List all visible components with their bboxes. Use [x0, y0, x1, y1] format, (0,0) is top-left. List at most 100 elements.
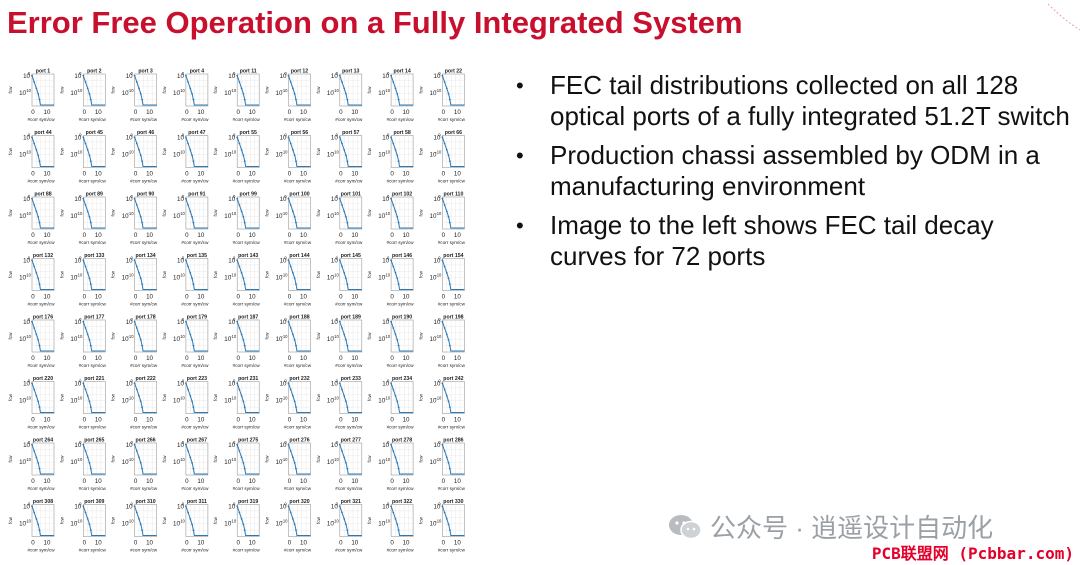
mini-plot-xtick: 10 — [351, 417, 358, 424]
mini-plot-xlabel: #corr sym/cw — [387, 425, 415, 430]
mini-plot-ytick: 10 — [430, 213, 437, 220]
mini-plot-xlabel: #corr sym/cw — [27, 548, 55, 553]
fec-tail-point — [392, 450, 395, 452]
mini-plot-axes — [83, 381, 106, 414]
fec-tail-point — [397, 160, 400, 162]
fec-tail-point — [343, 149, 346, 151]
fec-tail-point — [242, 92, 245, 95]
mini-plot-xlabel: #corr sym/cw — [335, 486, 363, 491]
mini-plot-ytick-exp: -10 — [384, 519, 391, 524]
mini-plot-xtick: 0 — [83, 540, 87, 547]
mini-plot-ytick: 10 — [173, 336, 180, 343]
fec-tail-point — [338, 259, 341, 261]
mini-plot-ylabel: fcw — [111, 86, 116, 94]
fec-tail-point — [390, 136, 392, 138]
fec-tail-point — [445, 272, 448, 274]
mini-plot-xtick: 10 — [44, 294, 51, 301]
fec-tail-point — [397, 344, 400, 347]
mini-plot-title: port 47 — [188, 130, 205, 136]
mini-plot-xtick: 10 — [146, 232, 153, 239]
fec-tail-point — [447, 92, 450, 95]
fec-tail-point — [346, 529, 349, 531]
fec-tail-point — [443, 388, 446, 391]
mini-plot-xtick: 10 — [351, 478, 358, 485]
fec-tail-point — [89, 344, 92, 347]
fec-tail-point — [295, 406, 297, 408]
mini-plot-ylabel: fcw — [213, 455, 218, 463]
mini-plot-xlabel: #corr sym/cw — [233, 548, 261, 553]
mini-plot-ytick: 10 — [280, 196, 287, 203]
fec-tail-point — [243, 221, 246, 224]
fec-tail-point — [191, 154, 193, 157]
mini-plot-xlabel: #corr sym/cw — [438, 117, 466, 122]
mini-plot-xlabel: #corr sym/cw — [79, 179, 107, 184]
mini-plot-ytick: 10 — [430, 521, 437, 528]
fec-tail-point — [287, 197, 290, 200]
fec-tail-point — [185, 136, 187, 138]
fec-tail-point — [390, 443, 392, 446]
mini-plot-ytick: 10 — [434, 504, 441, 511]
mini-plot-ytick: 10 — [23, 319, 30, 326]
mini-plot-title: port 222 — [136, 376, 156, 382]
mini-plot-xtick: 0 — [442, 478, 446, 485]
mini-plot-ylabel: fcw — [8, 209, 13, 217]
mini-plot-xtick: 10 — [44, 478, 51, 485]
mini-plot-ytick-exp: -10 — [128, 211, 135, 216]
mini-plot-ylabel: fcw — [265, 332, 270, 340]
mini-plot-title: port 110 — [443, 192, 463, 198]
mini-plot-ytick: 10 — [434, 196, 441, 203]
fec-tail-point — [189, 456, 192, 459]
fec-tail-point — [396, 154, 399, 157]
mini-plot-xtick: 10 — [249, 109, 256, 116]
mini-plot-xtick: 0 — [339, 171, 343, 178]
mini-plot-ytick-exp: 0 — [130, 379, 133, 384]
fec-tail-point — [441, 320, 444, 323]
mini-plot-ytick: 10 — [19, 275, 26, 282]
fec-tail-point — [236, 197, 239, 200]
mini-plot-title: port 144 — [289, 253, 309, 259]
mini-plot-xtick: 0 — [442, 171, 446, 178]
mini-plot-xtick: 10 — [197, 232, 204, 239]
fec-tail-point — [31, 259, 33, 261]
fec-tail-point — [295, 529, 297, 531]
mini-plot-ytick-exp: 0 — [182, 256, 185, 261]
mini-plot-axes — [442, 73, 465, 107]
mini-plot-xtick: 0 — [185, 355, 189, 362]
fec-tail-point — [139, 154, 142, 157]
mini-plot-axes — [134, 381, 157, 414]
mini-plot-ytick: 10 — [126, 442, 133, 449]
mini-plot-xtick: 10 — [454, 355, 461, 362]
fec-tail-point — [397, 406, 400, 408]
mini-plot-ytick: 10 — [434, 135, 441, 142]
mini-plot-ytick: 10 — [434, 381, 441, 388]
mini-plot-ytick-exp: 0 — [28, 133, 31, 138]
fec-tail-point — [287, 259, 290, 261]
mini-plot-title: port 232 — [289, 376, 309, 382]
mini-plot-ytick: 10 — [74, 381, 81, 388]
fec-tail-point — [397, 283, 400, 285]
mini-plot-ytick: 10 — [228, 135, 235, 142]
mini-plot-xtick: 10 — [403, 294, 410, 301]
mini-plot-ytick-exp: -10 — [76, 273, 83, 278]
mini-plot-ytick-exp: 0 — [336, 71, 339, 76]
mini-plot-xtick: 10 — [44, 540, 51, 547]
mini-plot-ytick-exp: -10 — [25, 519, 32, 524]
fec-tail-point — [243, 529, 246, 531]
mini-plot-ytick: 10 — [331, 258, 338, 265]
fec-tail-point — [35, 333, 38, 336]
mini-plot-title: port 266 — [136, 438, 156, 444]
mini-plot-title: port 56 — [291, 130, 308, 136]
mini-plot-xtick: 10 — [197, 171, 204, 178]
mini-plot-xtick: 0 — [288, 417, 292, 424]
fec-tail-point — [33, 265, 36, 268]
mini-plot-xtick: 10 — [95, 109, 102, 116]
